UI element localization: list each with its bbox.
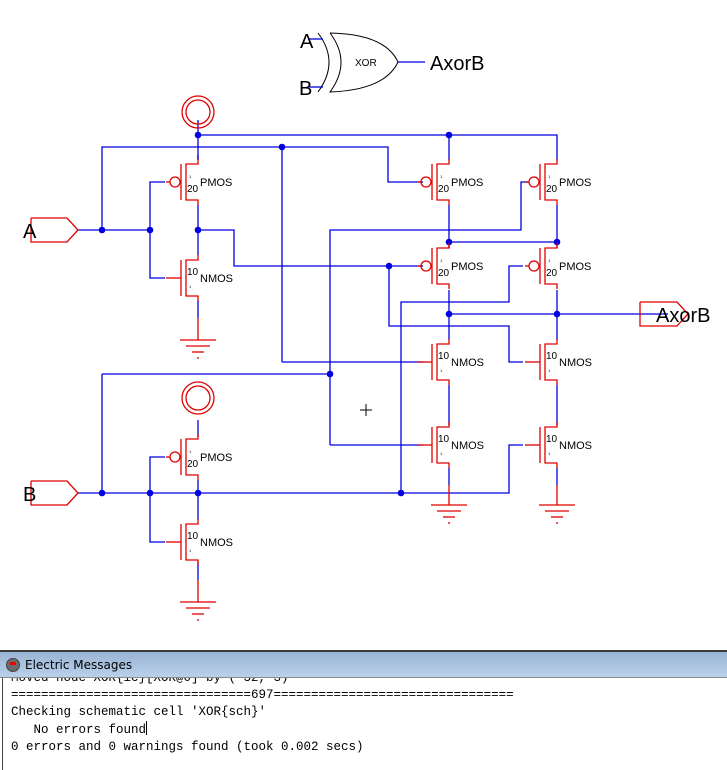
input-port-b[interactable]: B	[23, 480, 79, 506]
nmos-transistor[interactable]: 10 1 NMOS	[166, 519, 233, 565]
xor-icon-input-b-label: B	[299, 78, 312, 100]
transistor-type-label: PMOS	[451, 261, 483, 273]
crosshair-cursor-icon	[360, 404, 372, 416]
text-caret	[146, 721, 148, 735]
transistor-mult-label: 1	[189, 174, 192, 179]
transistor-type-label: PMOS	[451, 177, 483, 189]
transistor-size-label: 10	[438, 351, 450, 362]
transistor-size-label: 10	[438, 434, 450, 445]
transistor-type-label: PMOS	[559, 177, 591, 189]
vdd-power-icon[interactable]	[181, 95, 215, 129]
transistor-mult-label: 1	[440, 368, 443, 373]
ground-icon[interactable]	[539, 485, 575, 524]
transistor-size-label: 10	[546, 434, 558, 445]
messages-text-area[interactable]: Moved node XOR{ic}[XOR@0] by (-32,-3) ==…	[2, 678, 727, 770]
transistor-size-label: 20	[187, 184, 199, 195]
ground-icon[interactable]	[180, 318, 216, 359]
transistor-mult-label: 1	[548, 258, 551, 263]
transistor-size-label: 20	[438, 184, 450, 195]
transistor-mult-label: 1	[189, 548, 192, 553]
transistor-mult-label: 1	[548, 368, 551, 373]
nmos-transistor[interactable]: 10 1 NMOS	[525, 339, 592, 385]
nmos-transistor[interactable]: 10 1 NMOS	[166, 255, 233, 301]
nmos-transistor[interactable]: 10 1 NMOS	[417, 339, 484, 385]
output-port-axorb[interactable]: AxorB	[639, 301, 710, 327]
xor-icon-label: XOR	[355, 58, 377, 69]
transistor-mult-label: 1	[440, 451, 443, 456]
transistor-mult-label: 1	[548, 451, 551, 456]
transistor-type-label: NMOS	[451, 440, 484, 452]
xor-icon-input-a-label: A	[300, 31, 314, 53]
transistor-mult-label: 1	[189, 449, 192, 454]
nmos-transistor[interactable]: 10 1 NMOS	[417, 422, 484, 468]
svg-text:A: A	[23, 221, 37, 243]
messages-title: Electric Messages	[25, 657, 133, 672]
transistor-mult-label: 1	[440, 258, 443, 263]
message-line: Checking schematic cell 'XOR{sch}'	[11, 705, 267, 719]
schematic-canvas[interactable]: A B XOR AxorB	[0, 0, 727, 650]
svg-text:B: B	[23, 484, 36, 506]
ground-icon[interactable]	[180, 580, 216, 621]
svg-text:AxorB: AxorB	[656, 305, 710, 327]
messages-title-bar[interactable]: Electric Messages	[0, 652, 727, 678]
message-line-text: No errors found	[11, 723, 147, 737]
transistor-size-label: 10	[546, 351, 558, 362]
wires[interactable]	[78, 120, 668, 580]
xor-gate-icon[interactable]: A B XOR AxorB	[299, 31, 484, 100]
transistor-type-label: PMOS	[559, 261, 591, 273]
vdd-power-icon[interactable]	[181, 381, 215, 415]
transistor-size-label: 20	[546, 268, 558, 279]
transistor-type-label: NMOS	[200, 273, 233, 285]
transistor-mult-label: 1	[189, 284, 192, 289]
transistor-size-label: 20	[546, 184, 558, 195]
transistor-mult-label: 1	[548, 174, 551, 179]
transistor-type-label: PMOS	[200, 452, 232, 464]
transistor-size-label: 10	[187, 267, 199, 278]
xor-icon-output-label: AxorB	[430, 53, 484, 75]
nmos-transistor[interactable]: 10 1 NMOS	[525, 422, 592, 468]
transistor-size-label: 10	[187, 531, 199, 542]
transistor-type-label: NMOS	[200, 537, 233, 549]
message-line: No errors found	[3, 721, 727, 739]
transistor-type-label: NMOS	[559, 357, 592, 369]
junction-dots	[98, 131, 561, 497]
messages-window[interactable]: Electric Messages Moved node XOR{ic}[XOR…	[0, 650, 727, 770]
transistor-type-label: NMOS	[559, 440, 592, 452]
transistor-size-label: 20	[187, 459, 199, 470]
message-line: 0 errors and 0 warnings found (took 0.00…	[11, 740, 364, 754]
transistor-size-label: 20	[438, 268, 450, 279]
transistor-type-label: NMOS	[451, 357, 484, 369]
transistor-mult-label: 1	[440, 174, 443, 179]
message-line: Moved node XOR{ic}[XOR@0] by (-32,-3)	[11, 678, 289, 685]
ground-icon[interactable]	[431, 485, 467, 524]
transistor-type-label: PMOS	[200, 177, 232, 189]
input-port-a[interactable]: A	[23, 217, 79, 243]
message-line: ================================697=====…	[11, 688, 514, 702]
electric-app-icon	[6, 657, 20, 672]
